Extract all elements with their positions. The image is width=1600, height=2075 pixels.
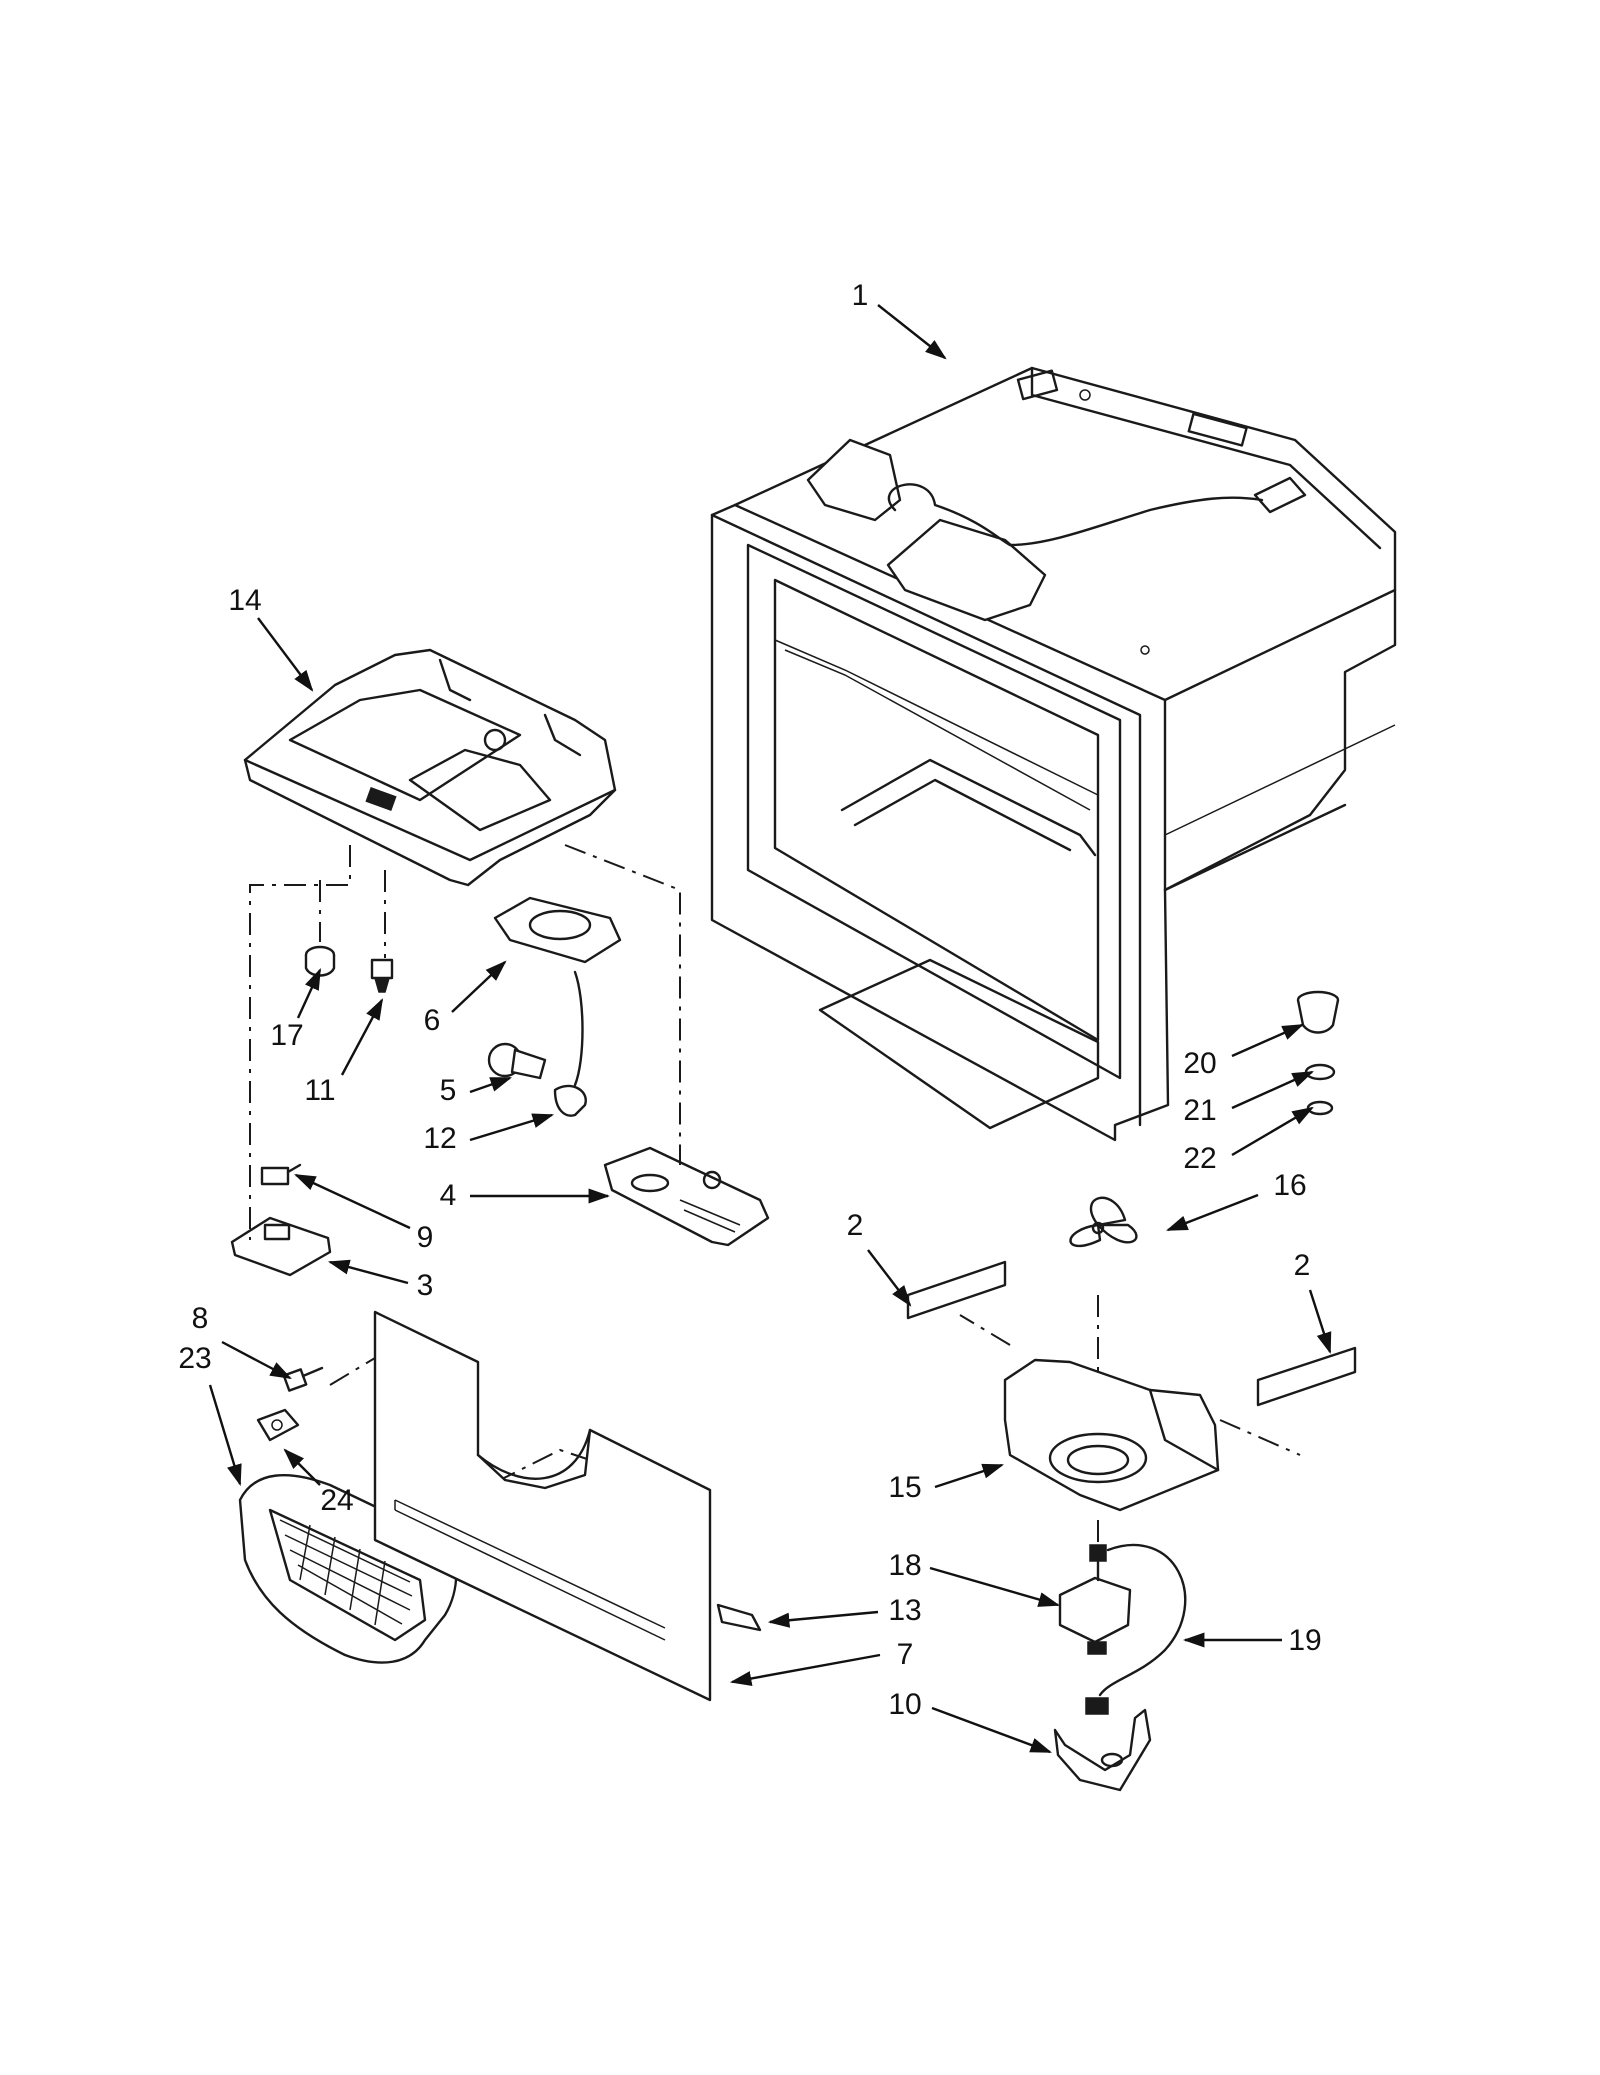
callout-number-c19: 19 xyxy=(1288,1624,1321,1657)
part-8-screw xyxy=(282,1366,324,1392)
callout-number-c6: 6 xyxy=(424,1004,441,1037)
part-5-bulb xyxy=(487,1042,547,1080)
callout-leader-c11 xyxy=(340,998,384,1076)
part-2-pad-right xyxy=(1256,1346,1357,1407)
callout-number-c3: 3 xyxy=(417,1269,434,1302)
callout-leader-c1 xyxy=(877,304,947,360)
callout-leader-c24 xyxy=(283,1448,321,1486)
part-20-cup xyxy=(1296,990,1340,1034)
callout-leader-c22 xyxy=(1231,1106,1314,1157)
callout-leader-c16 xyxy=(1165,1193,1259,1232)
callout-number-c15: 15 xyxy=(888,1471,921,1504)
callout-number-c8: 8 xyxy=(192,1302,209,1335)
part-2-pad-left xyxy=(906,1260,1007,1320)
callout-leader-c7 xyxy=(729,1653,881,1686)
callout-leader-c2a xyxy=(867,1249,912,1307)
callout-number-c4: 4 xyxy=(440,1179,457,1212)
callout-number-c2b: 2 xyxy=(1294,1249,1311,1282)
callout-number-c16: 16 xyxy=(1273,1169,1306,1202)
callout-leader-c9 xyxy=(294,1173,411,1230)
callout-number-c23: 23 xyxy=(178,1342,211,1375)
part-3-control-box xyxy=(230,1216,332,1277)
callout-number-c18: 18 xyxy=(888,1549,921,1582)
callout-leader-c5 xyxy=(469,1076,513,1094)
part-12-socket xyxy=(553,970,587,1117)
callout-number-c2a: 2 xyxy=(847,1209,864,1242)
callout-number-c11: 11 xyxy=(304,1074,335,1107)
part-14-control-housing xyxy=(243,648,617,887)
callout-number-c14: 14 xyxy=(228,584,261,617)
callout-leader-c18 xyxy=(929,1566,1061,1607)
part-19-wire xyxy=(1098,1543,1187,1697)
callout-number-c13: 13 xyxy=(888,1594,921,1627)
part-16-fan-blade xyxy=(1069,1196,1138,1248)
part-6-light-shield xyxy=(493,896,622,964)
callout-number-c20: 20 xyxy=(1183,1047,1216,1080)
callout-leader-c2b xyxy=(1308,1289,1332,1355)
part-15-fan-shroud xyxy=(1003,1358,1220,1512)
callout-number-c1: 1 xyxy=(852,279,869,312)
callout-number-c17: 17 xyxy=(270,1019,303,1052)
callout-number-c22: 22 xyxy=(1183,1142,1216,1175)
part-4-light-housing xyxy=(603,1146,770,1247)
callout-number-c9: 9 xyxy=(417,1221,434,1254)
part-9-door-switch xyxy=(260,1163,302,1186)
callout-number-c7: 7 xyxy=(897,1638,914,1671)
part-18-fan-motor xyxy=(1058,1544,1132,1655)
callout-leader-c17 xyxy=(296,968,322,1019)
part-1-freezer-liner xyxy=(710,366,1397,1142)
callout-leader-c21 xyxy=(1231,1070,1314,1110)
callout-leader-c23 xyxy=(208,1384,242,1487)
callout-number-c21: 21 xyxy=(1183,1094,1216,1127)
part-7-cover-panel xyxy=(373,1310,712,1702)
callout-number-c5: 5 xyxy=(440,1074,457,1107)
callout-number-c12: 12 xyxy=(423,1122,456,1155)
callout-leader-c13 xyxy=(767,1610,879,1628)
callout-leader-c6 xyxy=(451,960,507,1013)
callout-leader-c14 xyxy=(257,617,314,692)
callout-leader-c10 xyxy=(931,1706,1053,1754)
callout-number-c24: 24 xyxy=(320,1484,353,1517)
part-11-switch xyxy=(370,958,394,993)
callout-leader-c8 xyxy=(221,1340,292,1380)
callout-leader-c20 xyxy=(1231,1023,1304,1058)
callout-leader-c12 xyxy=(469,1113,555,1142)
callout-number-c10: 10 xyxy=(888,1688,921,1721)
part-24-bracket xyxy=(256,1408,300,1442)
callout-leader-c15 xyxy=(934,1463,1005,1489)
callout-leader-c3 xyxy=(327,1259,409,1285)
part-10-motor-bracket xyxy=(1053,1697,1152,1792)
part-13-tape xyxy=(716,1603,762,1632)
